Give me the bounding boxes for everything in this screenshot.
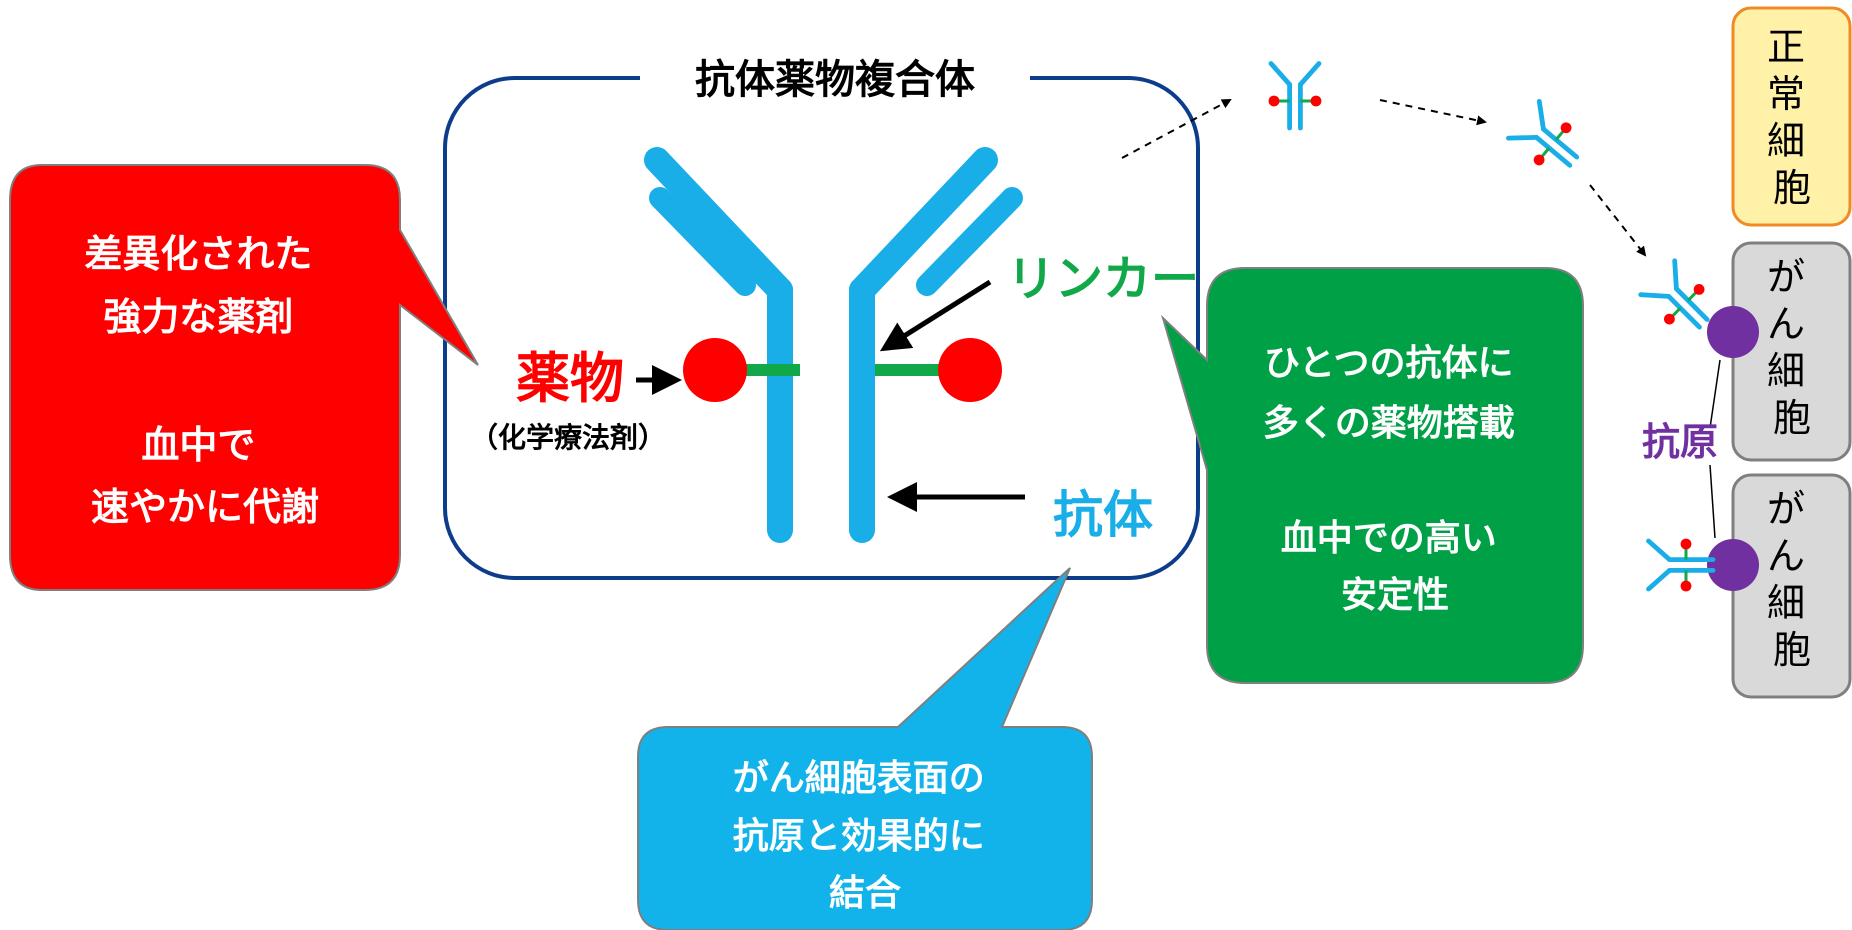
antigen-2 <box>1707 539 1759 591</box>
green-line-2: 多くの薬物搭載 <box>1263 403 1515 444</box>
red-line-1: 差異化された <box>84 232 312 276</box>
blue-line-2: 抗原と効果的に <box>733 815 985 857</box>
red-line-2: 強力な薬剤 <box>103 295 293 339</box>
antibody-label: 抗体 <box>1053 486 1153 544</box>
linker-label: リンカー <box>1007 251 1199 307</box>
green-line-5: 安定性 <box>1341 575 1449 616</box>
cancer-cell-2-text: が ん 細 胞 <box>1767 487 1817 672</box>
adc-title: 抗体薬物複合体 <box>695 57 975 103</box>
small-antibody-2 <box>1506 98 1580 168</box>
antigen-leader-2 <box>1709 464 1716 539</box>
blue-line-3: 結合 <box>829 873 901 914</box>
blue-callout-text: がん細胞表面の 抗原と効果的に 結合 <box>733 758 998 914</box>
green-callout-text: ひとつの抗体に 多くの薬物搭載 血中での高い 安定性 <box>1263 342 1528 616</box>
path-arrow-2 <box>1379 99 1487 126</box>
normal-cell-text: 正 常 細 胞 <box>1767 25 1817 210</box>
red-callout: 差異化された 強力な薬剤 血中で 速やかに代謝 <box>9 164 479 591</box>
title-gap <box>640 60 1030 100</box>
drug-right <box>938 338 1002 402</box>
bound-antibody-1 <box>1638 258 1710 330</box>
antigen-1 <box>1707 306 1759 358</box>
green-line-4: 血中での高い <box>1281 518 1497 559</box>
blue-line-1: がん細胞表面の <box>733 758 985 799</box>
blue-callout: がん細胞表面の 抗原と効果的に 結合 <box>637 567 1093 930</box>
drug-sub-label: （化学療法剤） <box>470 421 666 454</box>
antigen-leader-1 <box>1709 359 1721 429</box>
red-line-4: 血中で <box>141 423 255 467</box>
small-antibody-1 <box>1268 61 1322 131</box>
drug-label: 薬物 <box>516 347 624 410</box>
green-line-1: ひとつの抗体に <box>1264 342 1513 384</box>
red-callout-text: 差異化された 強力な薬剤 血中で 速やかに代謝 <box>84 232 325 529</box>
cancer-cell-1-text: が ん 細 胞 <box>1767 255 1817 440</box>
drug-left <box>683 338 747 402</box>
normal-cell <box>1731 6 1852 227</box>
linker-arrow <box>879 279 992 352</box>
antibody-main <box>644 147 1023 543</box>
path-arrow-3 <box>1589 184 1647 257</box>
bound-antibody-2 <box>1646 538 1716 592</box>
green-callout: ひとつの抗体に 多くの薬物搭載 血中での高い 安定性 <box>1161 267 1584 684</box>
antigen-label: 抗原 <box>1642 420 1718 464</box>
red-line-5: 速やかに代謝 <box>91 485 319 529</box>
